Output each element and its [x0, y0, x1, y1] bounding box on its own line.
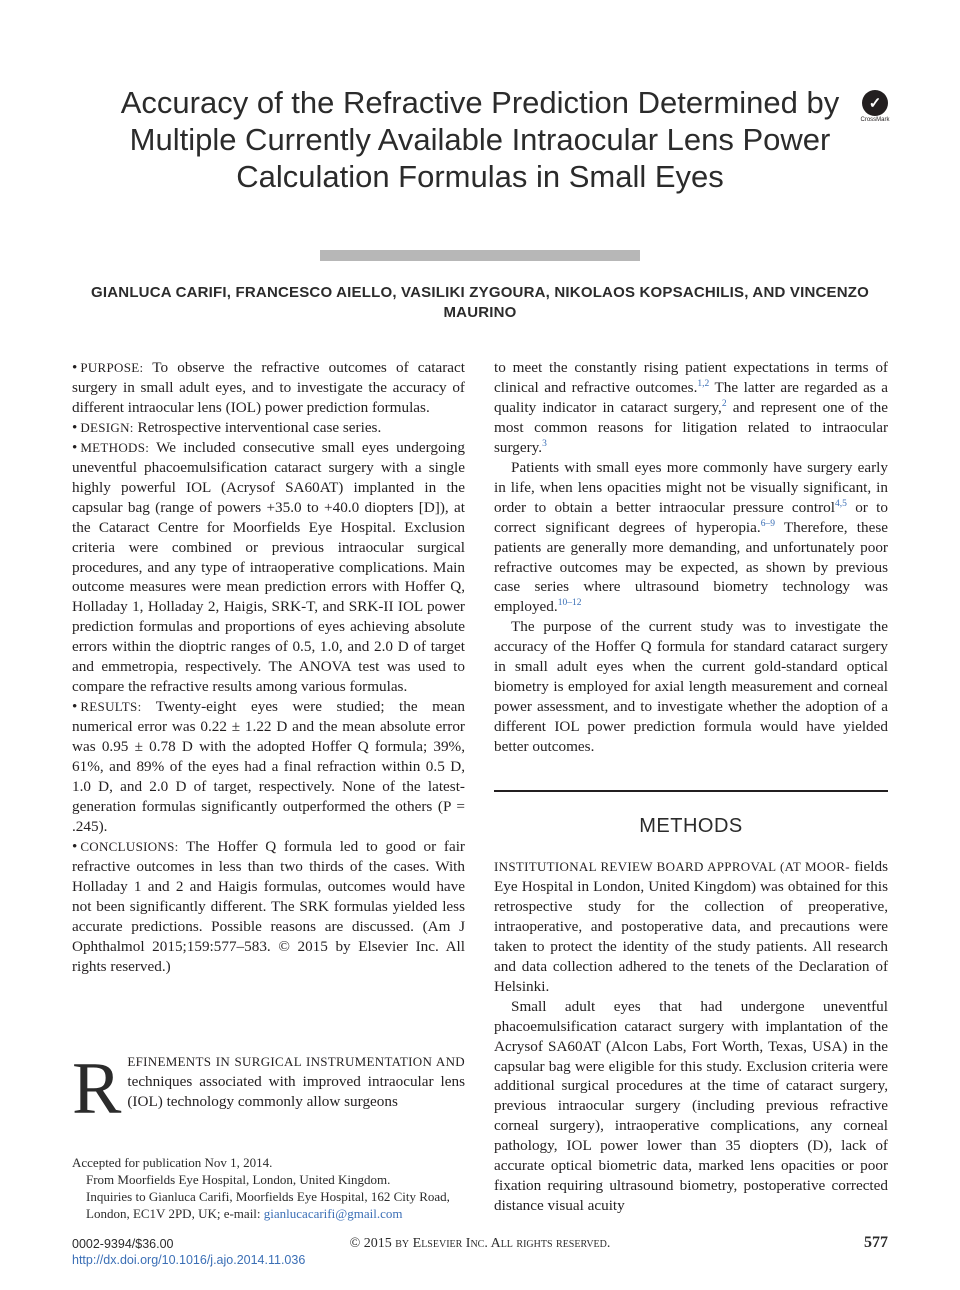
accepted-note: Accepted for publication Nov 1, 2014.: [72, 1155, 273, 1170]
text-span: or to correct significant degrees of hyp…: [494, 498, 888, 536]
irb-paragraph: INSTITUTIONAL REVIEW BOARD APPROVAL (AT …: [494, 857, 888, 997]
methods-paragraph-2: Small adult eyes that had undergone unev…: [494, 997, 888, 1215]
footer-ids: 0002-9394/$36.00 http://dx.doi.org/10.10…: [72, 1236, 305, 1268]
ref-link[interactable]: 1,2: [697, 378, 710, 389]
inquiries-text: Inquiries to Gianluca Carifi, Moorfields…: [86, 1189, 450, 1221]
inquiries-note: Inquiries to Gianluca Carifi, Moorfields…: [72, 1188, 472, 1222]
text-span: to meet the constantly rising patient ex…: [494, 359, 888, 396]
crossmark-label: CrossMark: [860, 117, 890, 123]
footer-copyright: © 2015 by Elsevier Inc. All rights reser…: [349, 1236, 611, 1251]
intro-paragraph: R EFINEMENTS IN SURGICAL INSTRUMENTATION …: [72, 1048, 465, 1130]
methods-label: METHODS:: [80, 439, 150, 455]
abstract-design: •DESIGN: Retrospective interventional ca…: [72, 418, 382, 436]
text-span: Patients with small eyes more commonly h…: [494, 458, 888, 516]
article-footnotes: Accepted for publication Nov 1, 2014. Fr…: [72, 1154, 472, 1222]
ref-link[interactable]: 2: [721, 398, 727, 409]
ref-link[interactable]: 3: [542, 438, 547, 449]
purpose-text: To observe the refractive outcomes of ca…: [72, 359, 465, 416]
doi-link[interactable]: http://dx.doi.org/10.1016/j.ajo.2014.11.…: [72, 1253, 306, 1267]
abstract-results: •RESULTS: Twenty-eight eyes were studied…: [72, 698, 465, 835]
methods-heading: METHODS: [639, 815, 743, 837]
abstract-methods: •METHODS: We included consecutive small …: [72, 438, 465, 696]
section-divider: [494, 790, 888, 792]
methods-text: We included consecutive small eyes under…: [72, 438, 465, 696]
conclusions-label: CONCLUSIONS:: [80, 838, 179, 854]
text-span: The latter are regarded as a quality ind…: [494, 378, 888, 416]
ref-link[interactable]: 6–9: [760, 518, 775, 529]
intro-text: techniques associated with improved intr…: [127, 1072, 465, 1110]
intro-lead-caps: EFINEMENTS IN SURGICAL INSTRUMENTATION A…: [127, 1054, 465, 1069]
article-title: Accuracy of the Refractive Prediction De…: [120, 85, 840, 194]
intro-continuation: to meet the constantly rising patient ex…: [494, 358, 888, 458]
intro-paragraph-2: Patients with small eyes more commonly h…: [494, 458, 888, 618]
purpose-label: PURPOSE:: [80, 360, 144, 375]
abstract-purpose: •PURPOSE: To observe the refractive outc…: [72, 359, 465, 416]
journal-citation: (Am J Ophthalmol 2015;159:577–583. © 201…: [72, 917, 466, 975]
intro-paragraph-3: The purpose of the current study was to …: [494, 618, 888, 756]
page-number: 577: [864, 1234, 888, 1251]
email-link[interactable]: gianlucacarifi@gmail.com: [263, 1206, 403, 1221]
crossmark-badge[interactable]: ✓ CrossMark: [858, 90, 892, 123]
text-span: Therefore, these patients are generally …: [494, 518, 888, 616]
abstract: •PURPOSE: To observe the refractive outc…: [72, 358, 465, 977]
affiliation-note: From Moorfields Eye Hospital, London, Un…: [86, 1172, 391, 1187]
drop-cap: R: [72, 1048, 122, 1130]
title-divider: [320, 250, 640, 261]
conclusions-text: The Hoffer Q formula led to good or fair…: [72, 837, 465, 935]
issn-price: 0002-9394/$36.00: [72, 1237, 174, 1251]
right-column-intro: to meet the constantly rising patient ex…: [494, 358, 888, 757]
results-label: RESULTS:: [80, 699, 142, 715]
methods-section: INSTITUTIONAL REVIEW BOARD APPROVAL (AT …: [494, 857, 888, 1216]
ref-link[interactable]: 10–12: [557, 598, 582, 609]
text-span: and represent one of the most common rea…: [494, 398, 888, 456]
crossmark-icon: ✓: [862, 90, 888, 116]
irb-lead-caps: INSTITUTIONAL REVIEW BOARD APPROVAL (AT …: [494, 859, 850, 874]
abstract-conclusions: •CONCLUSIONS: The Hoffer Q formula led t…: [72, 837, 466, 975]
results-text: Twenty-eight eyes were studied; the mean…: [72, 698, 465, 835]
design-label: DESIGN:: [80, 419, 134, 435]
irb-text: fields Eye Hospital in London, United Ki…: [494, 858, 888, 995]
design-text: Retrospective interventional case series…: [137, 418, 382, 436]
author-list: GIANLUCA CARIFI, FRANCESCO AIELLO, VASIL…: [91, 284, 869, 321]
ref-link[interactable]: 4,5: [834, 498, 847, 509]
